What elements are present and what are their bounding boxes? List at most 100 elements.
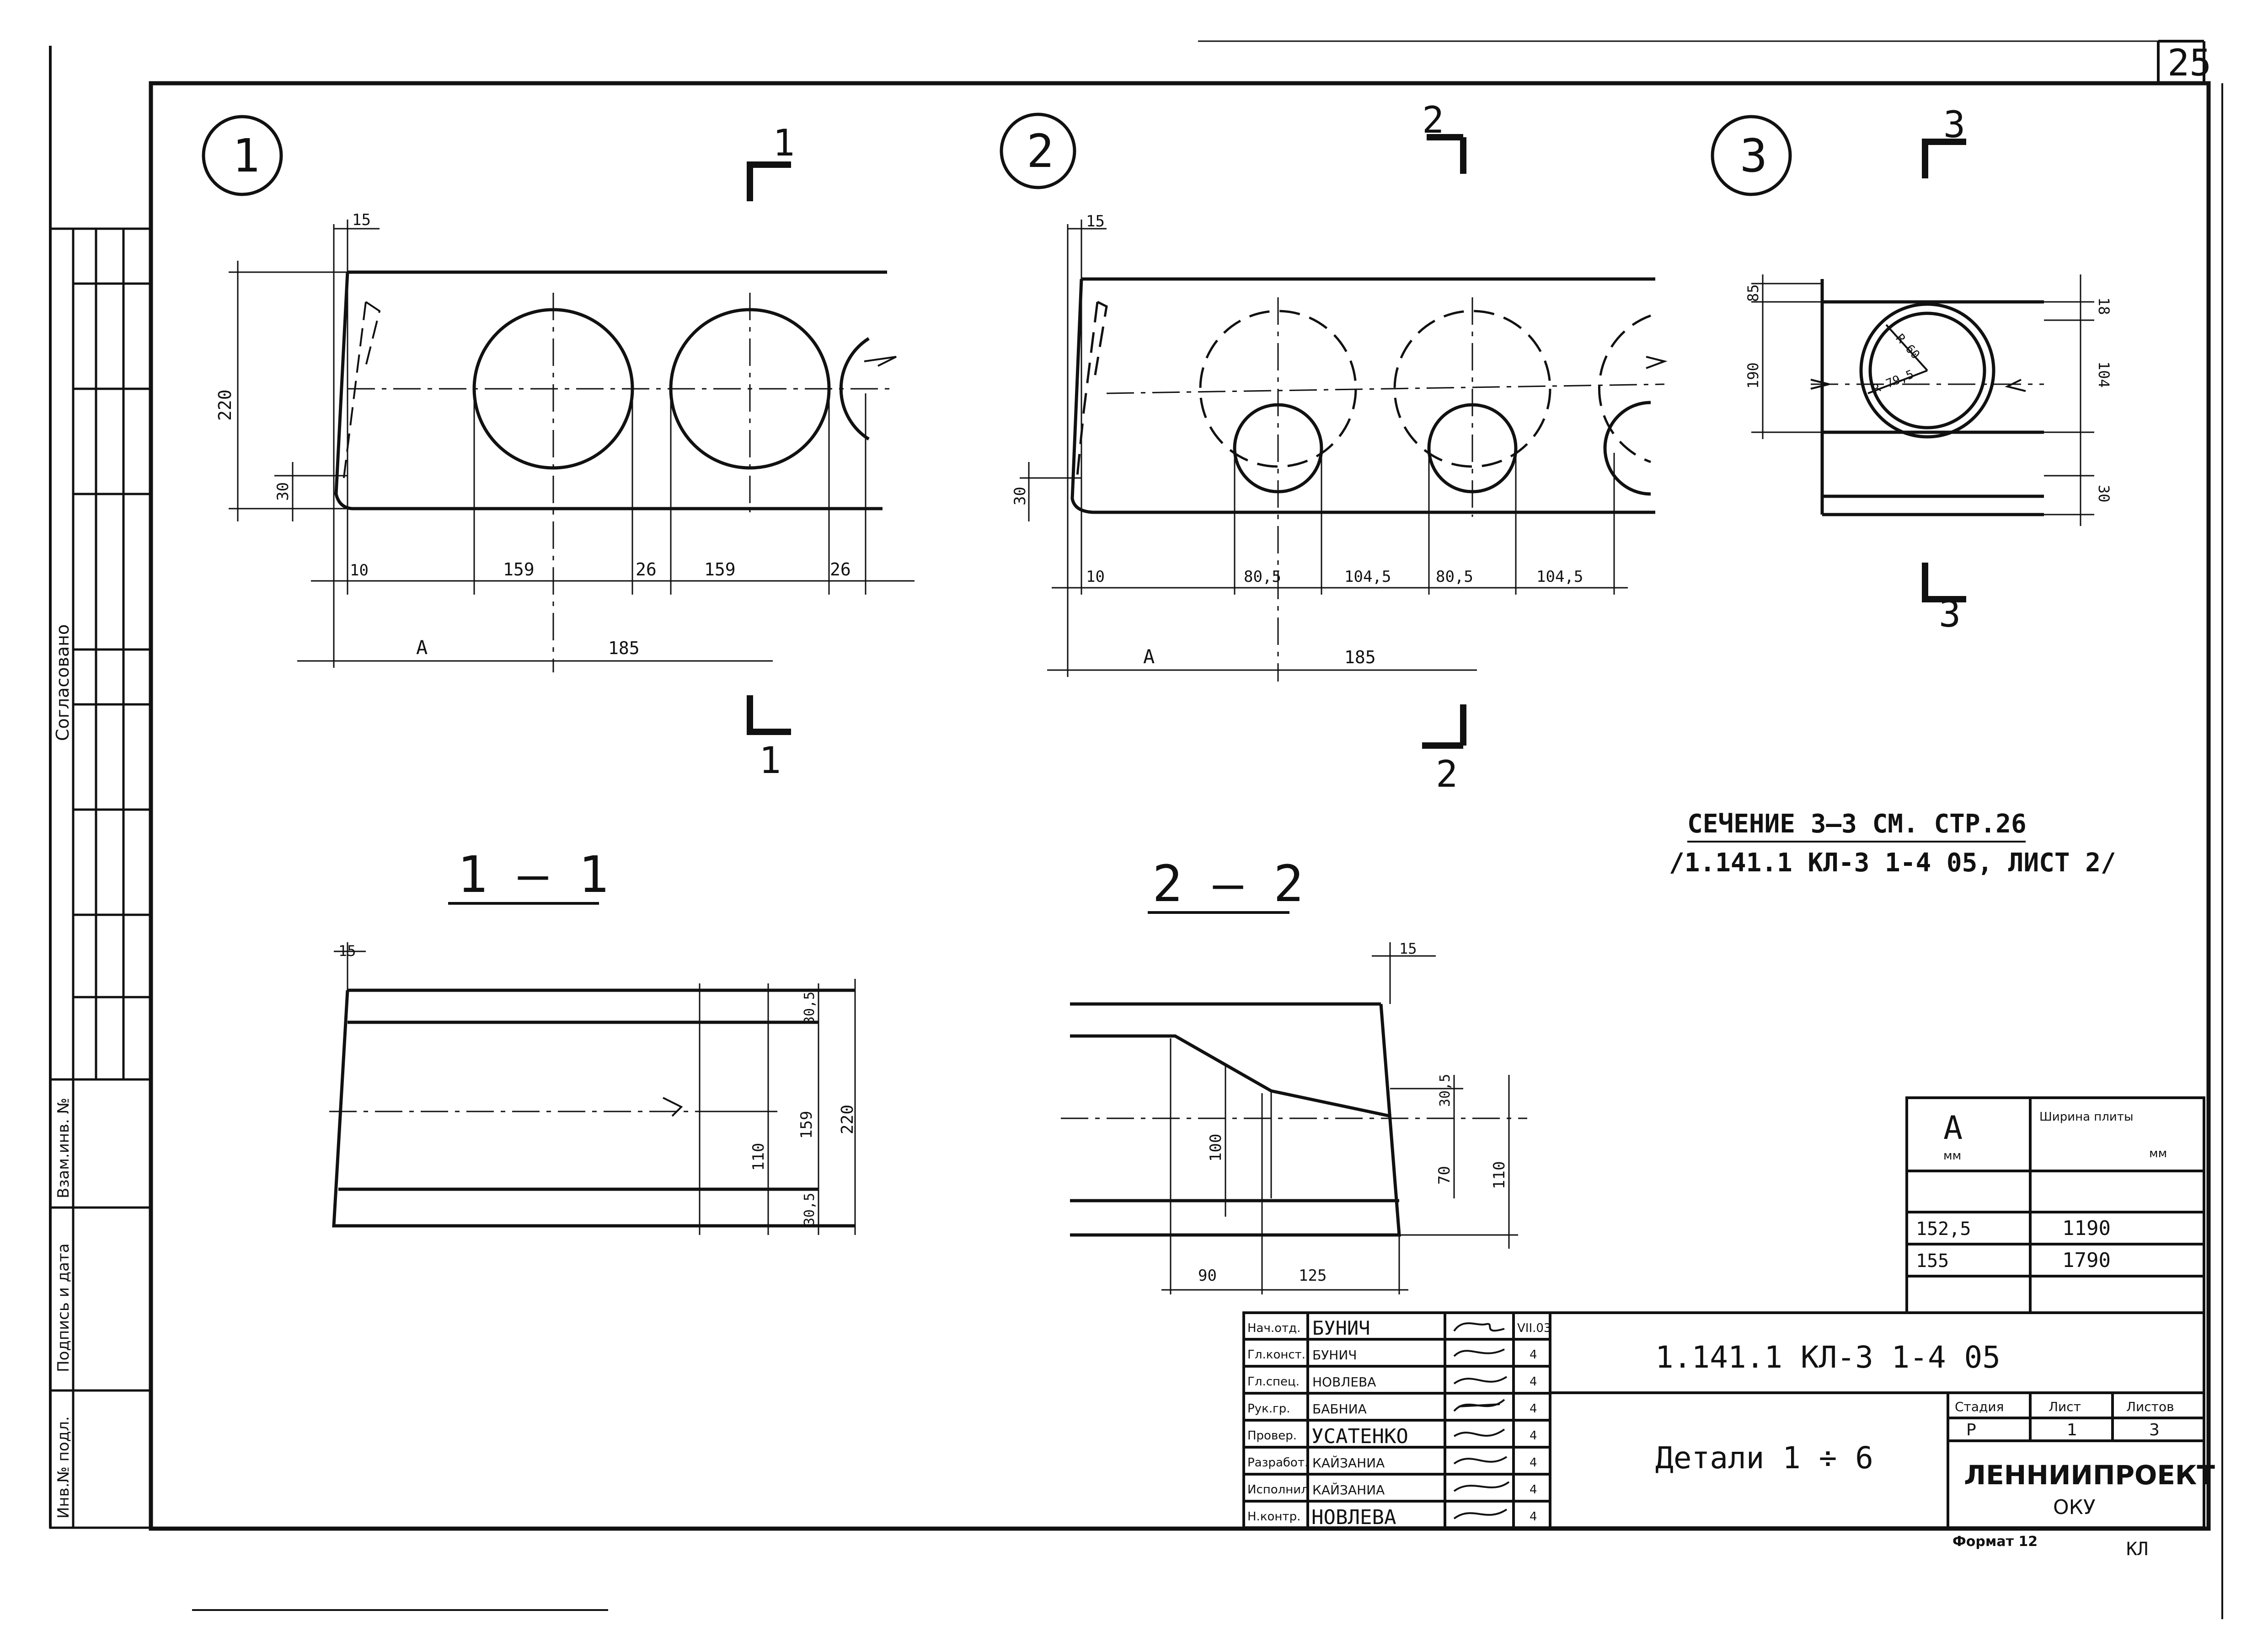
table-col2-unit: мм: [2149, 1147, 2167, 1160]
detail-1-marker: [202, 115, 283, 196]
signature-rows: Нач.отд. БУНИЧ VII.03 Гл.конст. БУНИЧ 4 …: [1247, 1317, 1551, 1529]
d3-dim-top-left: 85: [1744, 284, 1762, 302]
d2-dim-A: A: [1143, 645, 1155, 668]
section-cut-3-top: [1922, 139, 1966, 178]
corner-mark: КЛ: [2126, 1539, 2148, 1560]
signature-scribbles: [1453, 1322, 1510, 1519]
section-cut-1-bottom: [747, 695, 791, 735]
d2-dim-rib2: 104,5: [1536, 568, 1583, 586]
d2-dim-hole1: 80,5: [1244, 568, 1281, 586]
section-cut-2-top-label: 2: [1422, 99, 1444, 141]
sig-date-5: 4: [1530, 1429, 1537, 1443]
s1-dim-b: 159: [797, 1111, 816, 1139]
section-2-2: 2 — 2 15 30,5 100 70 110 90 12: [1061, 854, 1527, 1294]
side-stamp-sign-date: Подпись и дата: [54, 1243, 73, 1372]
d1-dim-hole1: 159: [503, 559, 535, 580]
table-col1-unit: мм: [1943, 1149, 1961, 1163]
d3-dim-top-right: 18: [2095, 297, 2113, 315]
stage-value: Р: [1966, 1421, 1976, 1439]
sig-role-7: Исполнил: [1247, 1483, 1309, 1497]
side-stamp-inv-original: Инв.№ подл.: [54, 1416, 73, 1519]
document-code: 1.141.1 КЛ-3 1-4 05: [1655, 1340, 2001, 1375]
sig-role-6: Разработ.: [1247, 1456, 1308, 1470]
d1-dim-height: 220: [215, 389, 235, 421]
side-stamp-agreed: Согласовано: [53, 624, 73, 741]
sheets-value: 3: [2149, 1421, 2160, 1439]
s2-dim-a: 30,5: [1437, 1074, 1453, 1107]
section-1-1: 1 — 1 15 30,5 159 30,5 220 110: [329, 845, 857, 1235]
section-note-line2: /1.141.1 КЛ-3 1-4 05, ЛИСТ 2/: [1669, 848, 2116, 878]
sheet-label: Лист: [2049, 1399, 2081, 1414]
section-note-line1: СЕЧЕНИЕ 3–3 СМ. СТР.26: [1687, 809, 2027, 839]
section-cut-3-top-label: 3: [1943, 103, 1965, 146]
d1-dim-A: A: [416, 636, 428, 659]
sig-name-5: УСАТЕНКО: [1311, 1425, 1408, 1448]
d1-dim-bottom: 30: [274, 482, 292, 501]
s1-dim-a: 30,5: [802, 992, 818, 1025]
sig-date-8: 4: [1530, 1510, 1537, 1524]
s2-dim-bot2: 125: [1299, 1267, 1327, 1285]
sig-role-2: Гл.конст.: [1247, 1348, 1305, 1362]
section-cut-3-bottom: [1922, 563, 1966, 602]
s2-dim-top: 15: [1399, 940, 1417, 957]
detail-3-marker: [1711, 115, 1792, 196]
section-2-2-title: 2 — 2: [1152, 854, 1304, 913]
section-cut-1-bottom-label: 1: [759, 739, 781, 782]
sig-name-3: НОВЛЕВА: [1312, 1374, 1376, 1390]
d1-dim-hole2: 159: [704, 559, 736, 580]
sig-date-7: 4: [1530, 1483, 1537, 1497]
d3-dim-r2: R 79,5: [1871, 367, 1915, 396]
sig-role-1: Нач.отд.: [1247, 1321, 1300, 1335]
d1-dim-left: 10: [350, 561, 369, 580]
table-row-1-a: 152,5: [1916, 1219, 1971, 1240]
d3-dim-height: 190: [1744, 362, 1762, 389]
d2-dim-bottom: 30: [1011, 487, 1029, 505]
table-row-2-a: 155: [1916, 1251, 1949, 1272]
sig-name-2: БУНИЧ: [1312, 1347, 1357, 1363]
detail-2-marker: [1000, 113, 1076, 189]
d3-dim-bottom-right: 30: [2095, 485, 2113, 503]
sig-date-3: 4: [1530, 1375, 1537, 1389]
s2-dim-bot1: 90: [1198, 1267, 1217, 1285]
s1-dim-c: 30,5: [802, 1193, 818, 1226]
sig-role-3: Гл.спец.: [1247, 1375, 1300, 1389]
detail-2-number: 2: [1027, 124, 1054, 178]
section-cut-2-bottom: [1422, 704, 1466, 749]
table-col2-header: Ширина плиты: [2039, 1110, 2134, 1124]
title-block: Нач.отд. БУНИЧ VII.03 Гл.конст. БУНИЧ 4 …: [1242, 1311, 2215, 1529]
sig-role-4: Рук.гр.: [1247, 1402, 1290, 1416]
side-stamp: [49, 227, 152, 1529]
page-number: 25: [2167, 42, 2211, 84]
d2-dim-pitch: 185: [1344, 647, 1376, 667]
s2-dim-total: 110: [1490, 1161, 1508, 1189]
d2-dim-hole2: 80,5: [1436, 568, 1473, 586]
section-1-1-title: 1 — 1: [457, 845, 609, 904]
d1-dim-pitch: 185: [608, 638, 640, 658]
sig-role-5: Провер.: [1247, 1429, 1297, 1443]
s1-dim-total: 220: [838, 1105, 857, 1134]
sheets-label: Листов: [2126, 1399, 2174, 1414]
format-label: Формат 12: [1952, 1534, 2038, 1550]
d3-dim-mid: 104: [2095, 361, 2113, 388]
table-row-1-width: 1190: [2062, 1217, 2111, 1240]
sig-date-1: VII.03: [1517, 1321, 1551, 1335]
sig-role-8: Н.контр.: [1247, 1510, 1300, 1524]
s1-dim-top: 15: [338, 942, 356, 960]
detail-1-number: 1: [232, 129, 260, 183]
department-name: ОКУ: [2053, 1496, 2096, 1519]
document-title: Детали 1 ÷ 6: [1655, 1440, 1873, 1476]
detail-1: 1 1 1: [202, 115, 915, 782]
detail-3: 3 3 3: [1711, 103, 2113, 635]
d1-dim-top: 15: [352, 211, 371, 229]
sig-name-6: КАЙЗАНИА: [1312, 1455, 1385, 1471]
table-col1-header: A: [1943, 1109, 1963, 1147]
s2-dim-c: 70: [1435, 1166, 1454, 1185]
sig-name-4: БАБНИА: [1312, 1401, 1367, 1417]
sig-date-4: 4: [1530, 1402, 1537, 1416]
d1-dim-rib2: 26: [830, 559, 851, 580]
sig-date-2: 4: [1530, 1348, 1537, 1362]
sig-name-7: КАЙЗАНИА: [1312, 1482, 1385, 1498]
detail-2: 2 2 2: [1000, 99, 1668, 795]
s2-dim-b: 100: [1207, 1134, 1225, 1162]
